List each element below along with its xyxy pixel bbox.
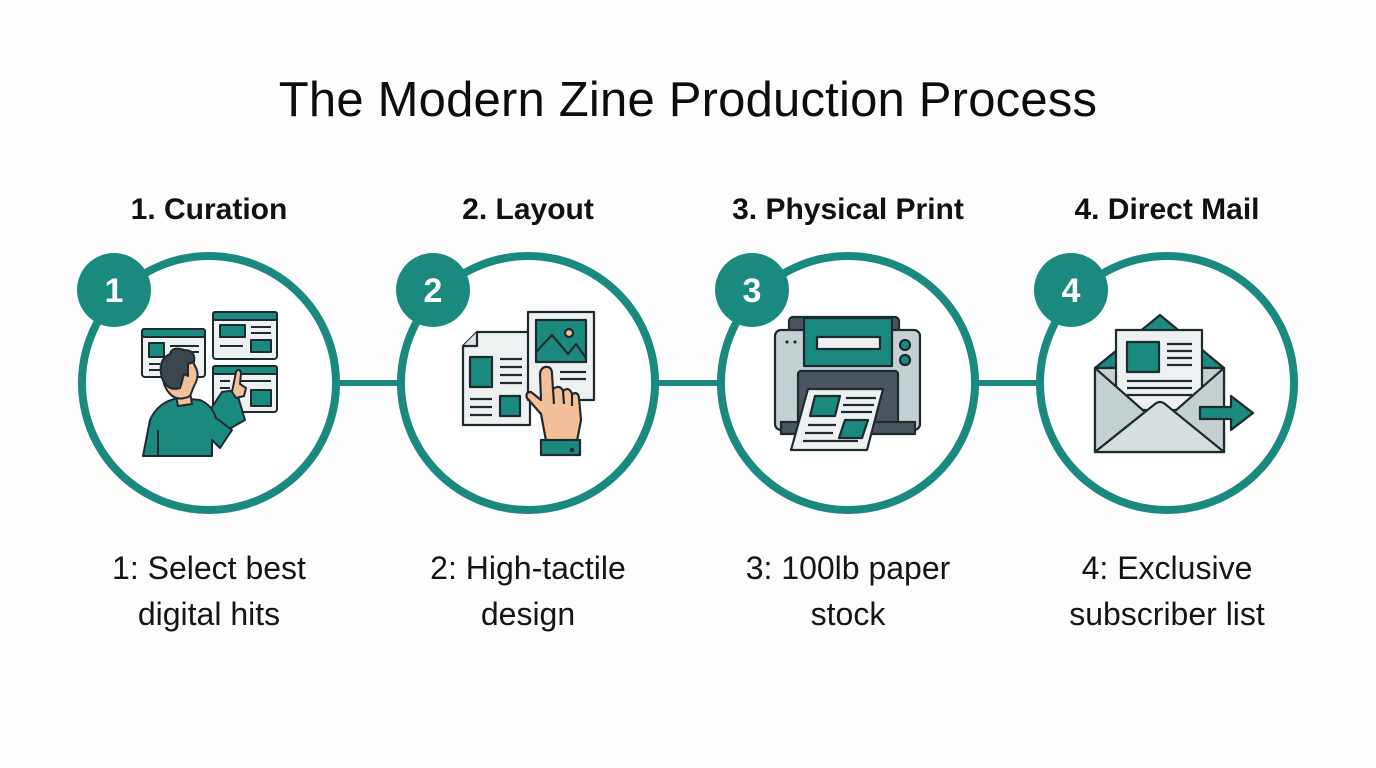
step-1-description: 1: Select best digital hits	[49, 545, 369, 637]
step-2-badge	[396, 253, 470, 327]
step-3-desc-line2: stock	[810, 596, 886, 632]
person-selecting-screens-icon	[141, 311, 278, 457]
step-2-desc-line1: 2: High-tactile	[430, 550, 626, 586]
step-3-desc-line1: 3: 100lb paper	[745, 550, 951, 586]
step-3-number: 3	[743, 272, 762, 310]
step-4-desc-line2: subscriber list	[1069, 596, 1265, 632]
step-4-badge	[1034, 253, 1108, 327]
step-2-number: 2	[424, 272, 443, 310]
step-1-badge	[77, 253, 151, 327]
step-4-description: 4: Exclusive subscriber list	[1007, 545, 1327, 637]
step-1-desc-line1: 1: Select best	[112, 550, 306, 586]
step-4-heading: 4. Direct Mail	[1074, 193, 1260, 226]
step-2-heading: 2. Layout	[462, 193, 594, 226]
page-title: The Modern Zine Production Process	[278, 73, 1098, 127]
step-3-description: 3: 100lb paper stock	[688, 545, 1008, 637]
step-4-desc-line1: 4: Exclusive	[1081, 550, 1253, 586]
step-1-number: 1	[105, 272, 124, 310]
step-2-desc-line2: design	[480, 596, 576, 632]
step-3-badge	[715, 253, 789, 327]
printer-icon	[773, 315, 922, 452]
step-1-desc-line2: digital hits	[137, 596, 281, 632]
step-badges	[77, 253, 1108, 327]
step-3-heading: 3. Physical Print	[732, 193, 964, 226]
step-4-number: 4	[1062, 272, 1081, 310]
envelope-send-icon	[1093, 313, 1255, 454]
step-1-heading: 1. Curation	[130, 193, 288, 226]
step-2-description: 2: High-tactile design	[368, 545, 688, 637]
layout-pages-hand-icon	[461, 310, 596, 457]
